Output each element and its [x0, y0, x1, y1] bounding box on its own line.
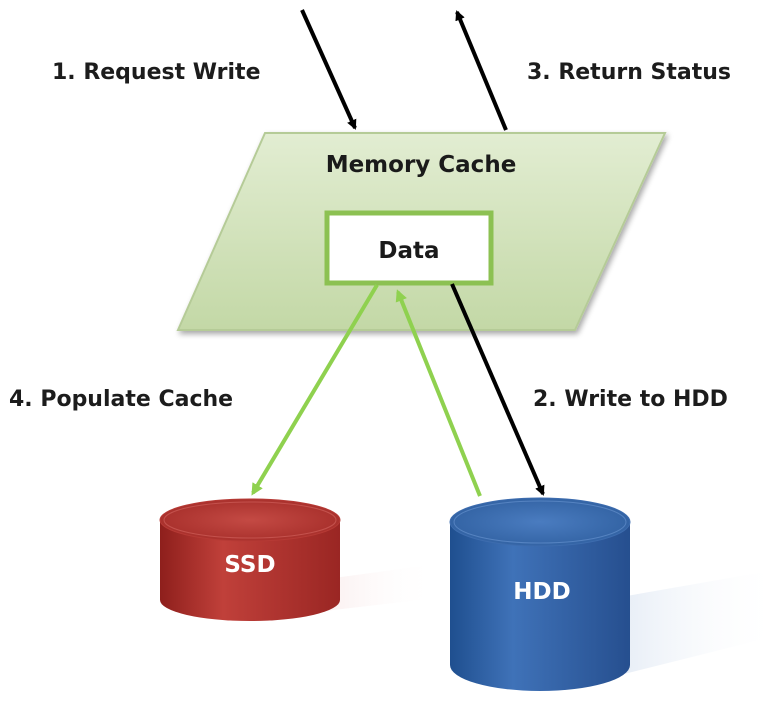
hdd-label: HDD: [513, 579, 570, 605]
data-box: [324, 210, 494, 286]
ssd-label: SSD: [224, 552, 275, 578]
write-to-hdd-arrow: [450, 283, 545, 496]
hdd-cylinder: [449, 497, 631, 691]
step-request-write: 1. Request Write: [52, 60, 261, 85]
data-label: Data: [378, 238, 439, 264]
memory-cache-title: Memory Cache: [326, 152, 517, 178]
request-write-arrow: [300, 9, 357, 130]
return-status-arrow: [455, 10, 508, 131]
step-populate-cache: 4. Populate Cache: [9, 387, 233, 412]
hdd-to-data-arrow: [395, 289, 482, 497]
step-return-status: 3. Return Status: [527, 60, 731, 85]
step-write-to-hdd: 2. Write to HDD: [533, 387, 728, 412]
populate-cache-arrow: [251, 283, 379, 496]
ssd-cylinder: [159, 498, 341, 621]
